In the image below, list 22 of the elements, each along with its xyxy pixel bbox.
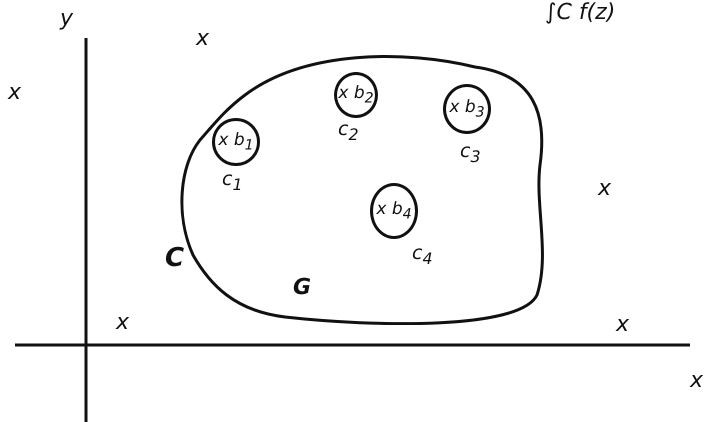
circle-label: c$_{2}$ bbox=[338, 120, 359, 143]
point-label: x b$_{1}$ bbox=[218, 130, 254, 154]
circle-label: c$_{4}$ bbox=[412, 244, 433, 267]
point-mark: x bbox=[8, 82, 22, 104]
region-label: G bbox=[293, 277, 312, 299]
point-mark: x bbox=[196, 28, 210, 50]
axis-label: x bbox=[690, 370, 704, 392]
point-label: x b$_{2}$ bbox=[338, 83, 374, 107]
small-circle bbox=[370, 183, 418, 239]
small-circle bbox=[443, 84, 491, 134]
small-circle bbox=[212, 118, 260, 166]
point-label: x b$_{4}$ bbox=[376, 199, 412, 223]
integral-expression: ∫C f(z) bbox=[545, 2, 616, 24]
contour-label: C bbox=[165, 245, 184, 271]
point-mark: x bbox=[616, 314, 630, 336]
point-mark: x bbox=[116, 312, 130, 334]
point-mark: x bbox=[598, 178, 612, 200]
circle-label: c$_{3}$ bbox=[460, 142, 481, 165]
small-circle bbox=[334, 72, 378, 118]
point-label: x b$_{3}$ bbox=[449, 97, 485, 121]
axis-label: y bbox=[60, 8, 74, 30]
circle-label: c$_{1}$ bbox=[222, 170, 243, 193]
